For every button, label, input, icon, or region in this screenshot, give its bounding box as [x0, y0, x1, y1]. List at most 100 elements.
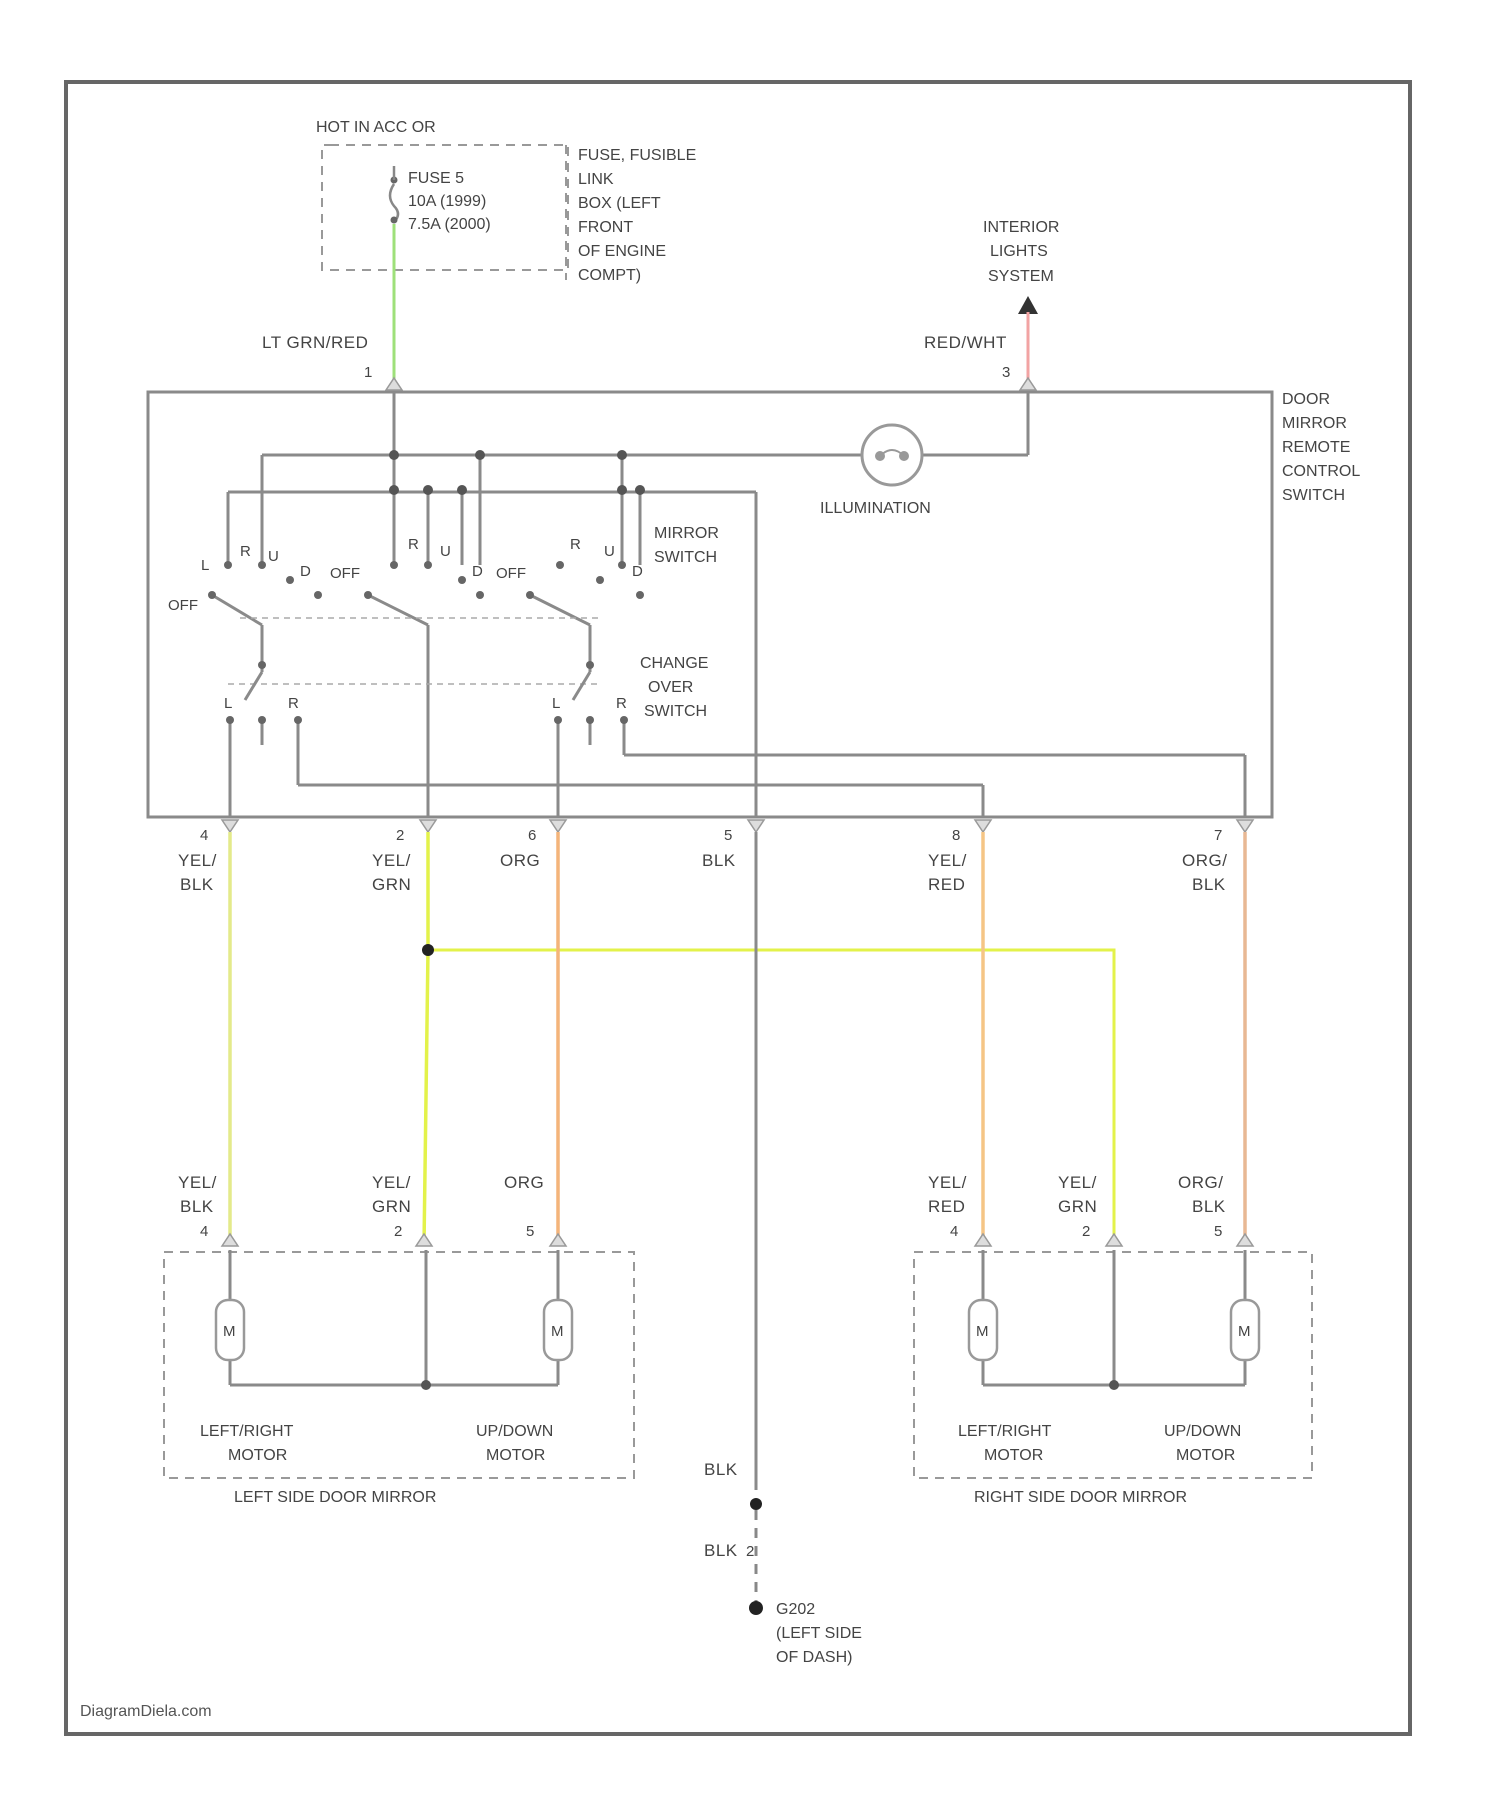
illumination-lamp-icon	[862, 425, 922, 485]
co-pos-l-1: L	[224, 695, 232, 712]
pos-r-1: R	[240, 543, 251, 560]
bottom-wire-1-l1: YEL/	[178, 851, 217, 870]
co-pos-r-2: R	[616, 695, 627, 712]
wire-yel-grn	[424, 832, 428, 1245]
svg-text:M: M	[1238, 1323, 1251, 1340]
right-pin-5: 5	[1214, 1223, 1222, 1240]
right-motor1-label-1: LEFT/RIGHT	[958, 1423, 1052, 1440]
bottom-wire-6-l1: ORG/	[1182, 851, 1227, 870]
svg-text:M: M	[551, 1323, 564, 1340]
bottom-wire-2-l2: GRN	[372, 875, 411, 894]
pos-d-3: D	[632, 563, 643, 580]
ground-point-icon	[749, 1601, 763, 1615]
pos-u-2: U	[440, 543, 451, 560]
pos-l-1: L	[201, 557, 209, 574]
wire-label-red-wht: RED/WHT	[924, 333, 1007, 352]
left-wire-3-l1: ORG	[504, 1173, 544, 1192]
ground-label-2: (LEFT SIDE	[776, 1625, 862, 1642]
right-ud-motor-icon: M	[1231, 1300, 1259, 1360]
switch-junction-dots	[389, 450, 645, 495]
fuse-label: FUSE 5	[408, 170, 464, 187]
bottom-wire-4-l1: BLK	[702, 851, 736, 870]
pos-r-2: R	[408, 536, 419, 553]
right-motor1-label-2: MOTOR	[984, 1447, 1043, 1464]
right-wire-1-l1: YEL/	[928, 1173, 967, 1192]
right-wire-3-l2: BLK	[1192, 1197, 1226, 1216]
left-mirror-title: LEFT SIDE DOOR MIRROR	[234, 1489, 436, 1506]
ground-label-3: OF DASH)	[776, 1649, 852, 1666]
right-lr-motor-icon: M	[969, 1300, 997, 1360]
bottom-connectors	[222, 820, 1253, 832]
top-connectors	[386, 378, 1036, 390]
fuse-box: HOT IN ACC OR FUSE 5 10A (1999) 7.5A (20…	[316, 119, 696, 284]
left-pin-2: 2	[394, 1223, 402, 1240]
ground-wire-suffix: 2	[746, 1543, 754, 1560]
bottom-pin-4: 4	[200, 827, 208, 844]
left-pin-4: 4	[200, 1223, 208, 1240]
control-switch-label-3: REMOTE	[1282, 439, 1350, 456]
power-source-label: HOT IN ACC OR	[316, 119, 436, 136]
fuse-box-line-3: BOX (LEFT	[578, 195, 661, 212]
left-wire-1-l1: YEL/	[178, 1173, 217, 1192]
illumination-label: ILLUMINATION	[820, 500, 931, 517]
svg-text:M: M	[223, 1323, 236, 1340]
junction-yel-grn	[422, 944, 434, 956]
fuse-box-line-5: OF ENGINE	[578, 243, 666, 260]
change-over-label-2: OVER	[648, 679, 693, 696]
control-switch-label-2: MIRROR	[1282, 415, 1347, 432]
left-lr-motor-icon: M	[216, 1300, 244, 1360]
ground-wire-label-1: BLK	[704, 1460, 738, 1479]
right-door-mirror: M M	[914, 1234, 1312, 1478]
ground-wire-label-2: BLK	[704, 1541, 738, 1560]
bottom-wire-5-l2: RED	[928, 875, 965, 894]
wire-yel-grn-crossover	[428, 950, 1114, 1245]
pos-off-1: OFF	[168, 597, 198, 614]
change-over-switch-symbols	[226, 660, 1245, 817]
watermark: DiagramDiela.com	[80, 1703, 212, 1720]
bottom-wire-6-l2: BLK	[1192, 875, 1226, 894]
control-switch-label-5: SWITCH	[1282, 487, 1345, 504]
right-pin-2: 2	[1082, 1223, 1090, 1240]
pos-off-2: OFF	[330, 565, 360, 582]
pin-1-label: 1	[364, 364, 372, 381]
co-pos-r-1: R	[288, 695, 299, 712]
pos-off-3: OFF	[496, 565, 526, 582]
pos-u-3: U	[604, 543, 615, 560]
mirror-switch-label-1: MIRROR	[654, 525, 719, 542]
control-switch-label-1: DOOR	[1282, 391, 1330, 408]
interior-label-2: LIGHTS	[990, 243, 1048, 260]
interior-label-1: INTERIOR	[983, 219, 1059, 236]
bottom-wire-3-l1: ORG	[500, 851, 540, 870]
bottom-pin-7: 7	[1214, 827, 1222, 844]
left-motor2-label-1: UP/DOWN	[476, 1423, 553, 1440]
left-wire-2-l2: GRN	[372, 1197, 411, 1216]
bottom-pin-5: 5	[724, 827, 732, 844]
pos-d-1: D	[300, 563, 311, 580]
pin-3-label: 3	[1002, 364, 1010, 381]
right-pin-4: 4	[950, 1223, 958, 1240]
outer-frame	[66, 82, 1410, 1734]
left-pin-5: 5	[526, 1223, 534, 1240]
wire-label-lt-grn-red: LT GRN/RED	[262, 333, 368, 352]
right-mirror-title: RIGHT SIDE DOOR MIRROR	[974, 1489, 1187, 1506]
change-over-label-1: CHANGE	[640, 655, 708, 672]
interior-label-3: SYSTEM	[988, 268, 1054, 285]
right-wire-1-l2: RED	[928, 1197, 965, 1216]
bottom-pin-8: 8	[952, 827, 960, 844]
left-motor1-label-1: LEFT/RIGHT	[200, 1423, 294, 1440]
left-motor1-label-2: MOTOR	[228, 1447, 287, 1464]
fuse-box-line-2: LINK	[578, 171, 614, 188]
right-motor2-label-1: UP/DOWN	[1164, 1423, 1241, 1440]
fuse-rating-1999: 10A (1999)	[408, 193, 486, 210]
right-wire-3-l1: ORG/	[1178, 1173, 1223, 1192]
pos-d-2: D	[472, 563, 483, 580]
bottom-wire-2-l1: YEL/	[372, 851, 411, 870]
left-wire-2-l1: YEL/	[372, 1173, 411, 1192]
interior-lights-arrow-icon	[1018, 296, 1038, 314]
fuse-box-line-1: FUSE, FUSIBLE	[578, 147, 696, 164]
left-wire-1-l2: BLK	[180, 1197, 214, 1216]
right-wire-2-l2: GRN	[1058, 1197, 1097, 1216]
fuse-box-line-4: FRONT	[578, 219, 633, 236]
co-pos-l-2: L	[552, 695, 560, 712]
